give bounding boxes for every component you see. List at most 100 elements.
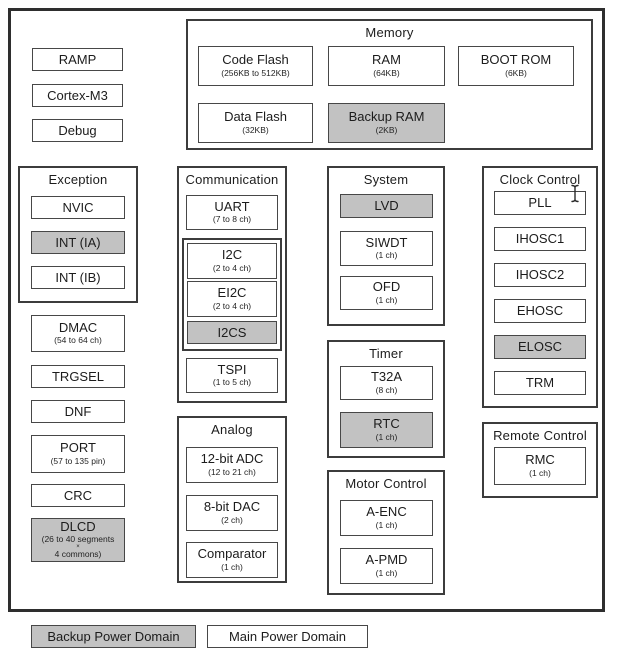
block-cortex-m3: Cortex-M3	[32, 84, 123, 107]
block-label: BOOT ROM	[480, 52, 552, 68]
group-title-analog: Analog	[211, 422, 253, 437]
block-tspi: TSPI (1 to 5 ch)	[186, 358, 278, 393]
block-label: EI2C	[217, 285, 247, 301]
block-ihosc1: IHOSC1	[494, 227, 586, 251]
block-label: PORT	[60, 440, 96, 456]
block-label: SIWDT	[365, 234, 408, 250]
block-sublabel-times: ×	[76, 544, 80, 551]
block-label: Comparator	[197, 546, 267, 562]
group-title-exception: Exception	[48, 172, 108, 187]
block-sublabel: (2 ch)	[221, 514, 243, 525]
block-sublabel: (2 to 4 ch)	[212, 262, 252, 273]
block-label: Data Flash	[224, 109, 287, 125]
block-label: A-PMD	[365, 552, 408, 568]
block-sublabel: (1 ch)	[375, 250, 398, 261]
block-ehosc: EHOSC	[494, 299, 586, 323]
block-label: DMAC	[58, 319, 98, 335]
block-sublabel: (1 ch)	[375, 519, 398, 530]
block-label: TRM	[525, 375, 555, 391]
block-label: 12-bit ADC	[200, 451, 264, 467]
block-sublabel: (256KB to 512KB)	[221, 67, 290, 78]
block-sublabel: (26 to 40 segments	[41, 533, 115, 544]
block-sublabel: (8 ch)	[375, 384, 398, 395]
group-title-communication: Communication	[185, 172, 279, 187]
block-ram: RAM (64KB)	[328, 46, 445, 86]
text-cursor-icon	[571, 184, 579, 203]
block-label: UART	[214, 198, 250, 214]
block-label: OFD	[372, 279, 401, 295]
block-label: Debug	[58, 122, 97, 138]
block-ei2c: EI2C (2 to 4 ch)	[187, 281, 277, 317]
block-label: I2CS	[217, 324, 247, 340]
block-trm: TRM	[494, 371, 586, 395]
block-sublabel: (32KB)	[242, 124, 269, 135]
block-label: I2C	[221, 247, 243, 263]
block-backup-ram: Backup RAM (2KB)	[328, 103, 445, 143]
block-label: RMC	[525, 452, 555, 468]
block-sublabel: (1 ch)	[529, 467, 551, 478]
block-uart: UART (7 to 8 ch)	[186, 195, 278, 230]
block-trgsel: TRGSEL	[31, 365, 125, 388]
block-rtc: RTC (1 ch)	[340, 412, 433, 448]
block-i2cs: I2CS	[187, 321, 277, 344]
block-ofd: OFD (1 ch)	[340, 276, 433, 310]
legend-main-power-domain: Main Power Domain	[207, 625, 368, 648]
block-label: ELOSC	[517, 339, 563, 355]
block-sublabel: (12 to 21 ch)	[208, 466, 256, 477]
block-label: A-ENC	[366, 504, 407, 520]
block-label: DLCD	[60, 518, 96, 534]
group-title-system: System	[363, 172, 409, 187]
block-label: RAM	[372, 52, 401, 68]
block-int-ia: INT (IA)	[31, 231, 125, 254]
block-dnf: DNF	[31, 400, 125, 423]
block-crc: CRC	[31, 484, 125, 507]
group-title-remote-control: Remote Control	[493, 428, 587, 443]
block-label: NVIC	[62, 199, 94, 215]
block-sublabel: (2 to 4 ch)	[212, 300, 252, 311]
block-label: INT (IB)	[55, 269, 101, 285]
block-code-flash: Code Flash (256KB to 512KB)	[198, 46, 313, 86]
block-i2c: I2C (2 to 4 ch)	[187, 243, 277, 279]
block-label: EHOSC	[516, 303, 564, 319]
block-sublabel: (1 ch)	[375, 567, 398, 578]
block-label: Code Flash	[222, 52, 289, 68]
block-comparator: Comparator (1 ch)	[186, 542, 278, 578]
block-sublabel: (1 to 5 ch)	[212, 377, 252, 388]
block-label: TRGSEL	[51, 368, 104, 384]
block-boot-rom: BOOT ROM (6KB)	[458, 46, 574, 86]
block-label: IHOSC1	[515, 231, 565, 247]
block-label: TSPI	[217, 361, 247, 377]
block-label: IHOSC2	[515, 267, 565, 283]
block-sublabel: (2KB)	[375, 124, 398, 135]
legend-label: Main Power Domain	[228, 628, 347, 644]
block-lvd: LVD	[340, 194, 433, 218]
block-sublabel: (1 ch)	[375, 431, 398, 442]
block-sublabel: (1 ch)	[375, 294, 398, 305]
group-title-clock-control: Clock Control	[499, 172, 581, 187]
block-pll: PLL	[494, 191, 586, 215]
block-label: RTC	[373, 416, 400, 432]
block-port: PORT (57 to 135 pin)	[31, 435, 125, 473]
block-label: 8-bit DAC	[203, 499, 261, 515]
block-label: DNF	[64, 403, 92, 419]
block-label: PLL	[528, 195, 552, 211]
block-label: Cortex-M3	[47, 87, 108, 103]
block-nvic: NVIC	[31, 196, 125, 219]
block-sublabel: (1 ch)	[221, 561, 243, 572]
block-label: CRC	[63, 487, 93, 503]
block-sublabel: (57 to 135 pin)	[50, 455, 106, 466]
block-data-flash: Data Flash (32KB)	[198, 103, 313, 143]
block-label: INT (IA)	[55, 234, 101, 250]
block-sublabel: (7 to 8 ch)	[212, 214, 252, 225]
block-label: RAMP	[58, 51, 97, 67]
legend-label: Backup Power Domain	[47, 628, 180, 644]
block-int-ib: INT (IB)	[31, 266, 125, 289]
block-label: LVD	[374, 198, 399, 214]
block-8bit-dac: 8-bit DAC (2 ch)	[186, 495, 278, 531]
block-siwdt: SIWDT (1 ch)	[340, 231, 433, 266]
block-label: Backup RAM	[348, 109, 425, 125]
block-a-pmd: A-PMD (1 ch)	[340, 548, 433, 584]
group-title-timer: Timer	[369, 346, 403, 361]
block-a-enc: A-ENC (1 ch)	[340, 500, 433, 536]
